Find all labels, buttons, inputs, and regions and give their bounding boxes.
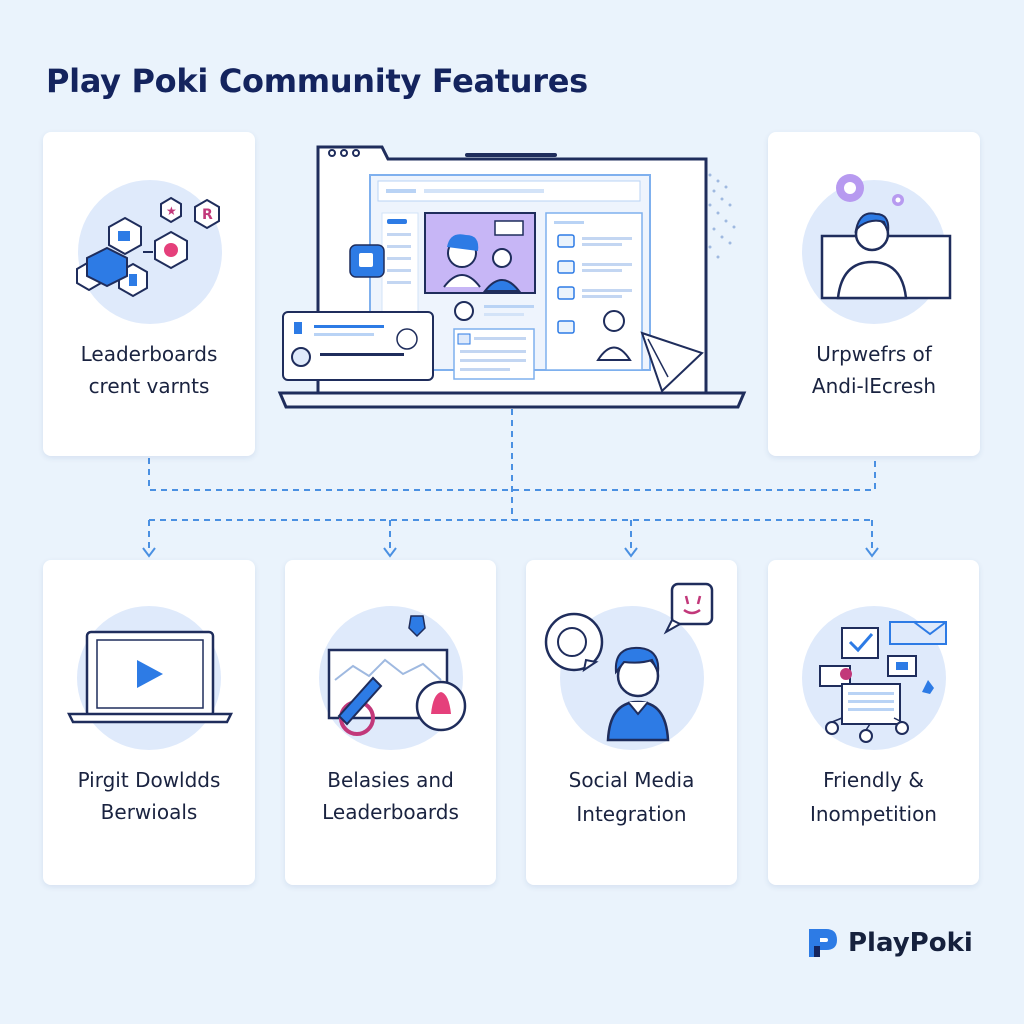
laptop-dashboard-illustration <box>277 145 747 409</box>
card-label-line1: Friendly & <box>823 768 924 792</box>
hexagon-badges-icon: R ★ <box>76 196 220 298</box>
card-label-line2: crent varnts <box>88 374 210 398</box>
brand-logo: PlayPoki <box>806 926 973 960</box>
card-label-line1: Belasies and <box>327 768 454 792</box>
video-laptop-icon <box>67 630 233 724</box>
card-upwefrs: Urpwefrs of Andi-lEcresh <box>768 132 980 456</box>
card-label-line1: Urpwefrs of <box>816 342 932 366</box>
card-label-line1: Social Media <box>568 768 695 792</box>
svg-text:R: R <box>202 207 213 223</box>
card-downloads: Pirgit Dowldds Berwioals <box>43 560 255 885</box>
card-label-line1: Pirgit Dowldds <box>77 768 221 792</box>
messages-network-icon <box>819 621 947 743</box>
badges-chart-icon <box>327 615 467 736</box>
card-social-media: Social Media Integration <box>526 560 737 885</box>
card-leaderboards-events: R ★ Leaderboards crent varnts <box>43 132 255 456</box>
card-label-line2: Ιnompetition <box>809 802 937 826</box>
card-label-line2: Berwioals <box>100 800 198 824</box>
user-profile-icon <box>820 174 952 300</box>
brand-name: PlayPoki <box>848 928 973 958</box>
card-label-line2: Andi-lEcresh <box>811 374 937 398</box>
social-user-icon <box>544 582 714 742</box>
card-friendly: Friendly & Ιnompetition <box>768 560 979 885</box>
page-title: Play Poki Community Features <box>46 62 588 100</box>
poki-logo-icon <box>809 929 837 957</box>
card-label-line2: Integration <box>576 802 687 826</box>
card-label-line1: Leaderboards <box>80 342 218 366</box>
svg-text:★: ★ <box>166 204 177 218</box>
card-badges: Belasies and Leaderboards <box>285 560 496 885</box>
card-label-line2: Leaderboards <box>322 800 459 824</box>
